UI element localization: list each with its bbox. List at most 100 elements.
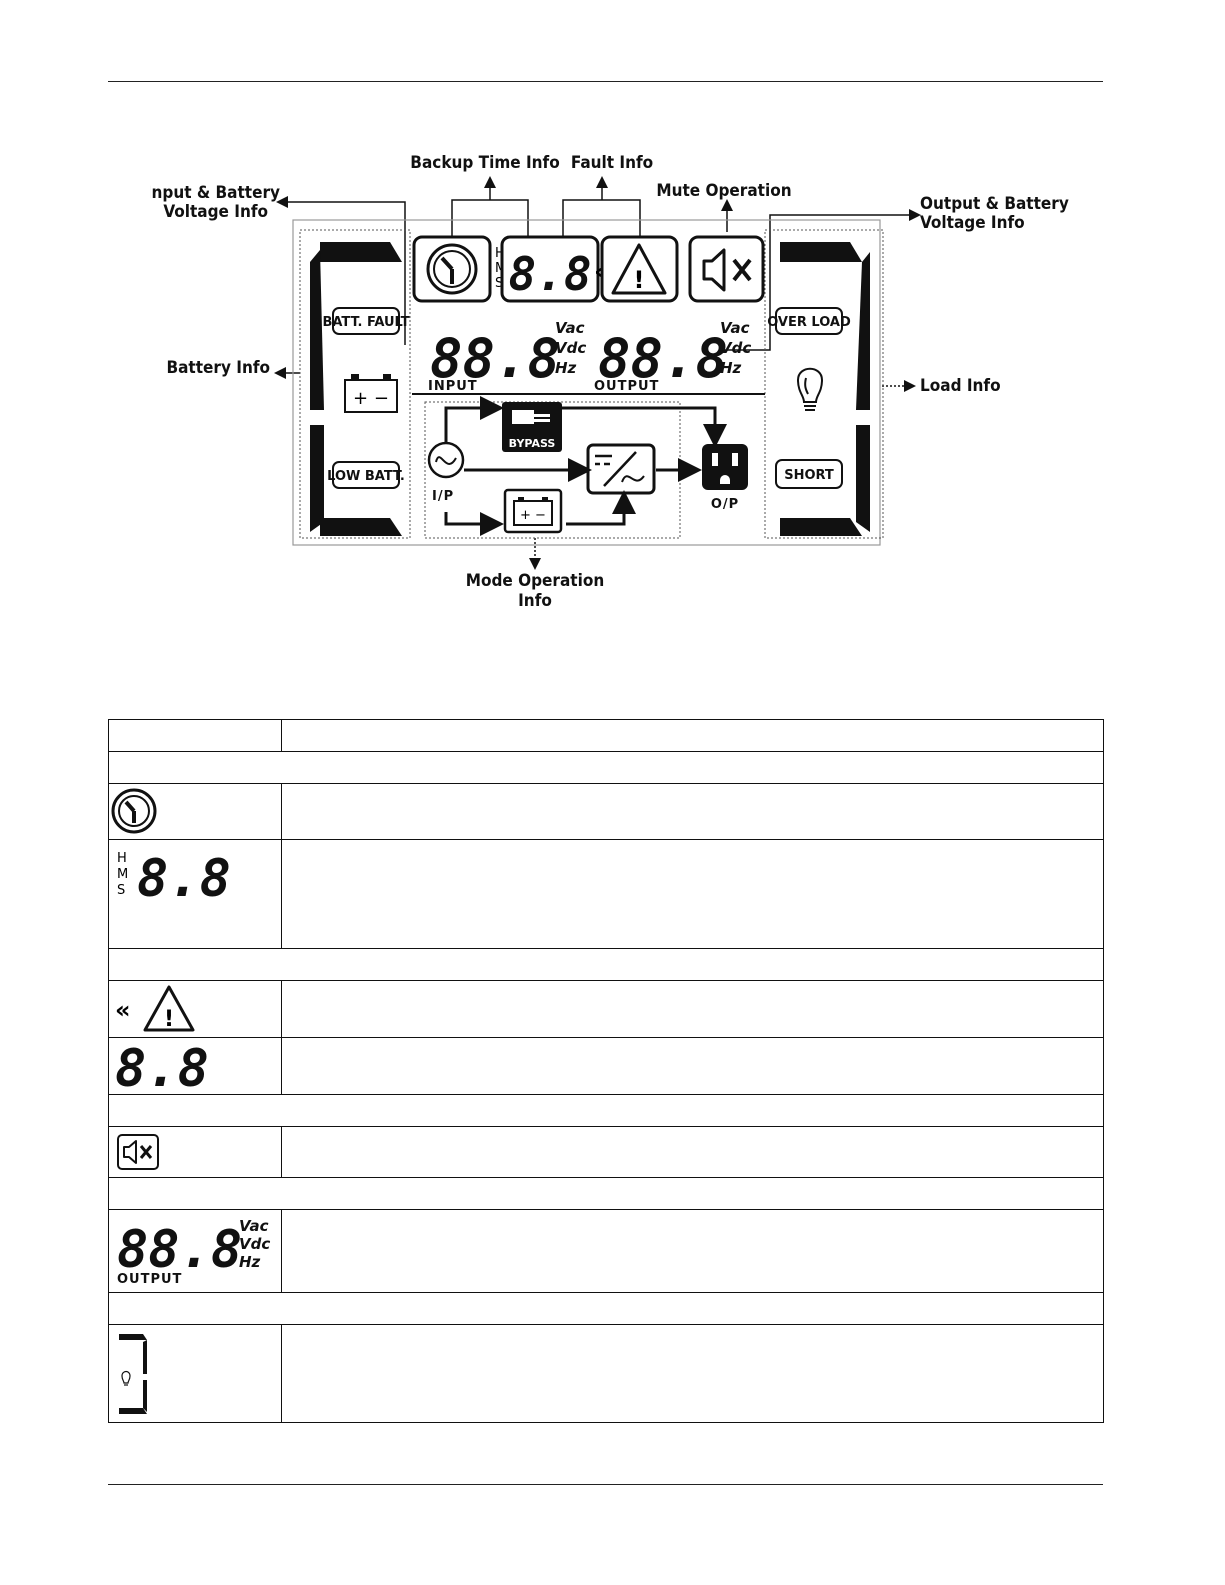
backup-time-block: H M S 8.8 <box>412 235 600 303</box>
short-badge: SHORT <box>784 468 834 483</box>
svg-text:88.8: 88.8 <box>117 1220 242 1280</box>
lcd-frame <box>292 219 881 546</box>
input-digits: 88.8 <box>430 327 560 390</box>
svg-text:H: H <box>117 851 127 866</box>
outlet-icon <box>702 444 748 490</box>
label-output-battery-voltage: Output & Battery <box>920 194 1069 214</box>
cell-description <box>281 783 1104 840</box>
speaker-mute-icon <box>702 248 752 292</box>
warning-triangle-icon <box>611 243 667 295</box>
hms-s: S <box>495 276 503 291</box>
table-section-backup-time <box>108 751 1104 784</box>
cell-mute-icon <box>108 1126 282 1178</box>
label-load: Load Info <box>920 376 1001 396</box>
output-unit-vdc: Vdc <box>720 339 751 357</box>
table-section-load <box>108 1292 1104 1325</box>
svg-text:8.8: 8.8 <box>115 1039 209 1094</box>
table-row <box>108 1126 1104 1178</box>
label-battery: Battery Info <box>166 358 270 378</box>
output-unit-vac: Vac <box>720 319 750 337</box>
mute-icon <box>117 1134 159 1170</box>
table-row <box>108 783 1104 840</box>
header-cell-icon <box>108 719 282 752</box>
label-mute: Mute Operation <box>656 181 791 201</box>
table-header-row <box>108 719 1104 752</box>
cell-description <box>281 1209 1104 1293</box>
label-mode-operation: Mode Operation <box>466 571 605 591</box>
input-caption: INPUT <box>428 379 478 394</box>
fault-warning-icon: « ! <box>115 985 195 1032</box>
over-load-badge: OVER LOAD <box>767 315 851 330</box>
backup-clock-icon <box>111 788 157 834</box>
table-row <box>108 1324 1104 1423</box>
output-unit-hz: Hz <box>720 359 742 377</box>
output-digits: 88.8 <box>598 327 728 390</box>
table-section-fault <box>108 948 1104 981</box>
label-input-battery-voltage-2: Voltage Info <box>163 202 268 222</box>
svg-text:Hz: Hz <box>239 1253 261 1271</box>
bypass-icon: BYPASS <box>502 402 562 452</box>
output-readout: 88.8 Vac Vdc Hz OUTPUT <box>594 319 751 394</box>
svg-text:!: ! <box>164 1007 174 1032</box>
header-rule <box>108 81 1103 82</box>
bulb-icon <box>796 367 824 411</box>
output-caption: OUTPUT <box>594 379 659 394</box>
batt-fault-badge: BATT. FAULT <box>322 315 409 330</box>
ac-input-icon <box>427 441 465 479</box>
table-row: 8.8 <box>108 1037 1104 1095</box>
label-input-battery-voltage: Input & Battery <box>150 183 280 203</box>
label-mode-operation-2: Info <box>518 591 552 611</box>
input-unit-vdc: Vdc <box>555 339 586 357</box>
cell-fault-digits: 8.8 <box>108 1037 282 1095</box>
table-section-mute <box>108 1094 1104 1127</box>
mute-block <box>688 235 765 303</box>
svg-text:Vdc: Vdc <box>239 1235 270 1253</box>
cell-description <box>281 1324 1104 1423</box>
load-level-icon <box>119 1334 147 1414</box>
label-fault: Fault Info <box>571 153 653 173</box>
cell-description <box>281 980 1104 1038</box>
svg-text:OUTPUT: OUTPUT <box>117 1272 182 1287</box>
table-row: H M S 8.8 <box>108 839 1104 949</box>
input-readout: 88.8 Vac Vdc Hz INPUT <box>428 319 586 394</box>
svg-text:!: ! <box>634 266 645 294</box>
table-row: 88.8 Vac Vdc Hz OUTPUT <box>108 1209 1104 1293</box>
label-output-battery-voltage-2: Voltage Info <box>920 213 1025 233</box>
svg-text:Vac: Vac <box>239 1217 269 1235</box>
lcd-panel-diagram: Input & Battery Voltage Info Backup Time… <box>150 153 1069 611</box>
cell-fault-icon: « ! <box>108 980 282 1038</box>
cell-description <box>281 839 1104 949</box>
svg-text:+ −: + − <box>520 508 546 523</box>
battery-mode-icon: + − <box>503 488 563 534</box>
timer-digits: 8.8 <box>508 247 591 301</box>
svg-text:8.8: 8.8 <box>137 849 229 909</box>
table-row: « ! <box>108 980 1104 1038</box>
svg-text:«: « <box>115 996 131 1024</box>
cell-description <box>281 1126 1104 1178</box>
table-section-output <box>108 1177 1104 1210</box>
ip-caption: I/P <box>432 489 454 504</box>
cell-description <box>281 1037 1104 1095</box>
fault-code-digits-icon: 8.8 <box>115 1039 209 1094</box>
op-caption: O/P <box>711 497 739 512</box>
header-cell-description <box>281 719 1104 752</box>
battery-level-column: BATT. FAULT LOW BATT. + − <box>299 229 411 539</box>
low-batt-badge: LOW BATT. <box>327 469 405 484</box>
fault-block: « ! <box>594 235 679 303</box>
input-unit-vac: Vac <box>555 319 585 337</box>
svg-text:M: M <box>117 867 128 882</box>
load-level-column: OVER LOAD SHORT <box>764 229 884 539</box>
cell-timer-digits: H M S 8.8 <box>108 839 282 949</box>
output-voltage-display-icon: 88.8 Vac Vdc Hz OUTPUT <box>117 1217 270 1287</box>
hms-h: H <box>495 246 505 261</box>
svg-text:+ −: + − <box>353 388 389 409</box>
backup-time-digits-icon: H M S 8.8 <box>117 849 229 909</box>
footer-rule <box>108 1484 1103 1485</box>
label-backup-time: Backup Time Info <box>410 153 559 173</box>
cell-clock-icon <box>108 783 282 840</box>
bypass-caption: BYPASS <box>509 437 556 450</box>
battery-icon: + − <box>344 374 398 413</box>
inverter-icon <box>586 443 656 495</box>
lcd-function-table: H M S 8.8 « ! 8.8 <box>108 719 1104 1423</box>
cell-output-display: 88.8 Vac Vdc Hz OUTPUT <box>108 1209 282 1293</box>
